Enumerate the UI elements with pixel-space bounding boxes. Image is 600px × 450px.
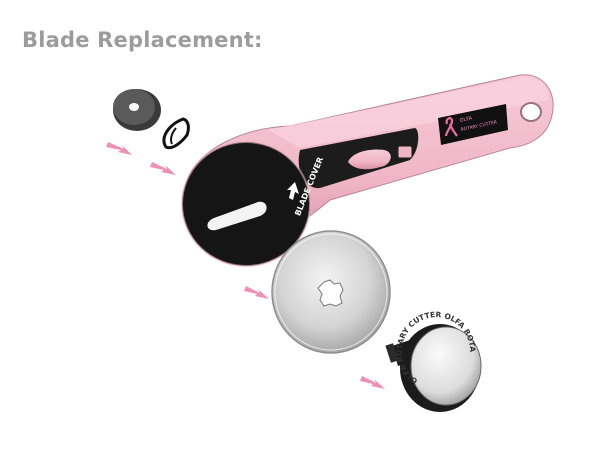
arrow-spring	[150, 162, 176, 175]
washer-part	[113, 89, 161, 131]
arrow-nut	[360, 376, 385, 389]
arrow-washer	[106, 142, 132, 155]
arrow-blade	[244, 286, 269, 299]
spring-washer-part	[164, 119, 188, 148]
blade-part	[272, 231, 390, 353]
